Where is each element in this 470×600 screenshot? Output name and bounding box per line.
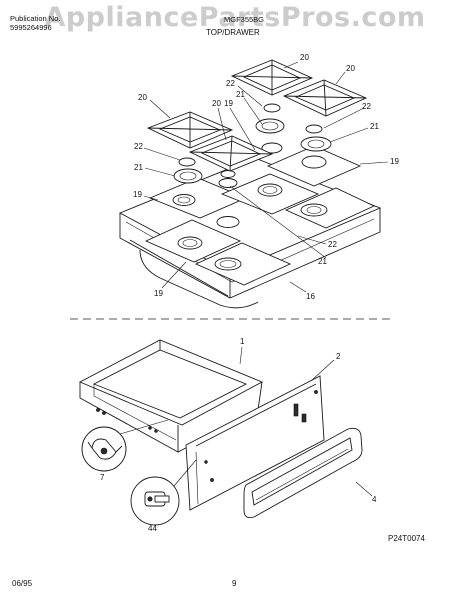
- callout-44-glide: 44: [148, 524, 157, 533]
- drawer-leader-lines: [239, 346, 373, 497]
- model-number: MGF355BG: [224, 15, 265, 24]
- publication-number: 5995264996: [10, 23, 52, 32]
- callout-20-left-grate: 20: [138, 93, 147, 102]
- callout-19-left: 19: [133, 190, 142, 199]
- glide-leader: [173, 459, 197, 487]
- drawer-front-panel: [243, 427, 363, 519]
- publication-label: Publication No.: [10, 14, 61, 23]
- callout-20-rear-grate: 20: [300, 53, 309, 62]
- callout-4-panel: 4: [372, 495, 377, 504]
- callout-22-left: 22: [134, 142, 143, 151]
- callout-22-right: 22: [362, 102, 371, 111]
- roller-leader: [119, 419, 169, 435]
- grate-mid: [188, 135, 274, 172]
- callout-19-right: 19: [390, 157, 399, 166]
- callout-22-bottom: 22: [328, 240, 337, 249]
- callout-20-mid-grate: 20: [212, 99, 221, 108]
- range-top-body: [118, 157, 382, 309]
- grate-rear: [230, 59, 314, 96]
- callout-19-mid: 19: [224, 99, 233, 108]
- callout-21-bottom: 21: [318, 257, 327, 266]
- burner-pan-rear-right: [261, 142, 362, 187]
- section-title: TOP/DRAWER: [206, 28, 260, 37]
- burner-pan-front-left: [144, 219, 242, 263]
- glide-detail: [130, 476, 180, 526]
- burner-pan-mid: [220, 173, 320, 215]
- burner-caps: [178, 103, 323, 178]
- grate-left: [146, 111, 234, 149]
- callout-21-top: 21: [236, 90, 245, 99]
- burner-pan-front-right: [194, 242, 292, 286]
- callout-1-drawer: 1: [240, 337, 245, 346]
- callout-22-top: 22: [226, 79, 235, 88]
- footer-date: 06/95: [12, 579, 33, 588]
- grate-right: [282, 79, 368, 117]
- top-leader-lines: [143, 61, 389, 293]
- callout-21-left: 21: [134, 163, 143, 172]
- callout-20-right-grate: 20: [346, 64, 355, 73]
- page-number: 9: [232, 579, 237, 588]
- callout-19-bottom: 19: [154, 289, 163, 298]
- roller-detail: [81, 426, 127, 472]
- figure-code: P24T0074: [388, 534, 425, 543]
- burner-pan-right: [284, 187, 376, 229]
- callout-21-right: 21: [370, 122, 379, 131]
- trim-rings: [173, 118, 332, 188]
- callout-16-top: 16: [306, 292, 315, 301]
- callout-2-side: 2: [336, 352, 341, 361]
- drawer-side-panel: [185, 375, 325, 511]
- callout-7-roller: 7: [100, 473, 105, 482]
